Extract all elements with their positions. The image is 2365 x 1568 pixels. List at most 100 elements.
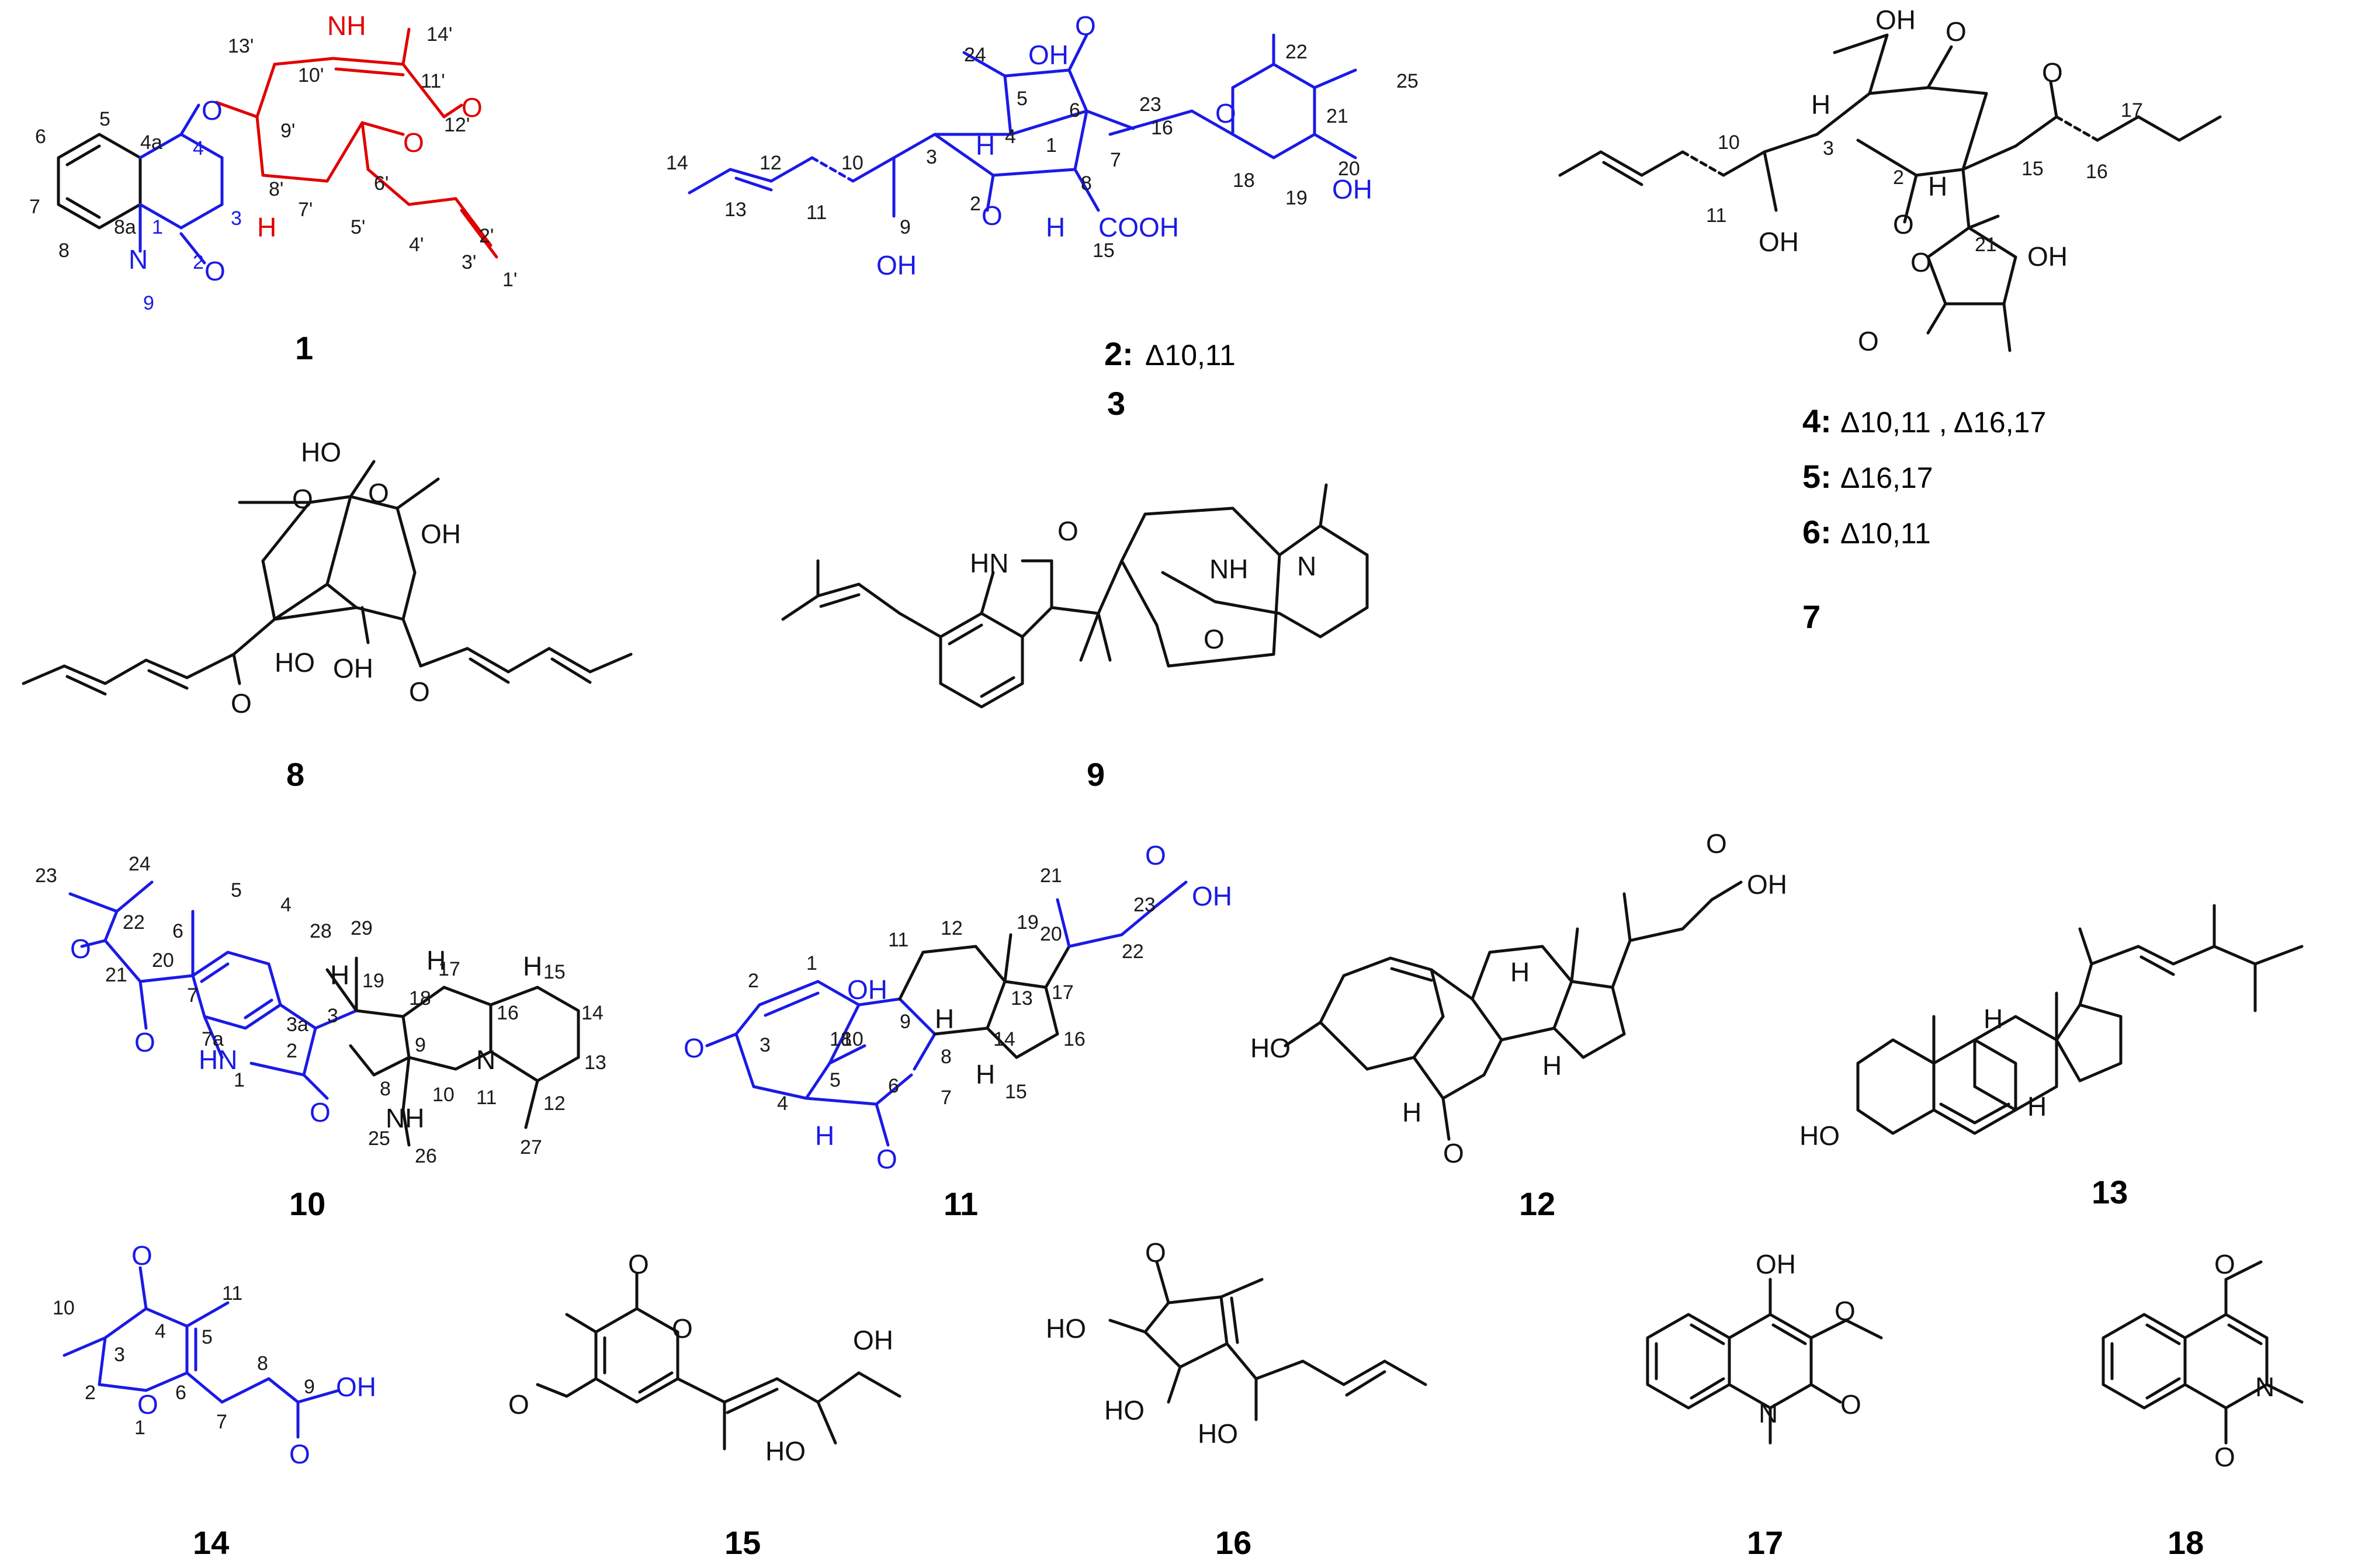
svg-text:H: H xyxy=(1811,89,1830,120)
svg-text:13': 13' xyxy=(228,35,254,57)
svg-text:O: O xyxy=(1145,840,1166,870)
svg-text:20: 20 xyxy=(1338,158,1360,180)
svg-text:9: 9 xyxy=(415,1034,426,1056)
svg-text:O: O xyxy=(1057,516,1079,546)
structure-9-atom-labels: HN O NH N O xyxy=(970,516,1316,654)
svg-text:9: 9 xyxy=(900,216,911,238)
svg-text:OH: OH xyxy=(876,250,917,280)
svg-text:25: 25 xyxy=(1396,70,1419,92)
svg-text:O: O xyxy=(672,1313,693,1344)
compound-label-15: 15 xyxy=(724,1524,761,1561)
svg-text:H: H xyxy=(330,960,349,990)
atom-c1-3: O xyxy=(403,127,424,158)
svg-text:H: H xyxy=(935,1004,954,1034)
svg-text:HO: HO xyxy=(301,437,341,467)
structure-15-atom-labels: O O O OH HO xyxy=(508,1249,893,1466)
svg-text:O: O xyxy=(1893,209,1914,240)
structure-2-3-atom-labels: OH O O O OH COOH H H OH xyxy=(876,11,1372,280)
svg-text:N: N xyxy=(1297,551,1316,581)
svg-text:N: N xyxy=(476,1045,495,1075)
compound-label-18: 18 xyxy=(2168,1524,2204,1561)
svg-text:H: H xyxy=(976,1059,995,1090)
svg-text:9: 9 xyxy=(900,1011,911,1033)
svg-text:10: 10 xyxy=(53,1297,75,1319)
svg-text:10: 10 xyxy=(432,1084,455,1106)
structure-4-7-numbering: 10 3 2 15 16 17 11 21 xyxy=(1706,99,2143,256)
svg-text:27: 27 xyxy=(520,1136,542,1158)
structure-8 xyxy=(22,460,633,696)
svg-text:HN: HN xyxy=(970,548,1008,578)
svg-text:4: 4 xyxy=(777,1092,788,1115)
svg-text:3: 3 xyxy=(760,1034,771,1056)
svg-text:3a: 3a xyxy=(286,1014,308,1036)
svg-text:OH: OH xyxy=(847,974,887,1005)
svg-text:OH: OH xyxy=(2027,241,2068,272)
structure-15 xyxy=(536,1272,901,1451)
structure-10-numbering: 23 24 22 21 20 6 5 4 7 7a 3a 3 2 1 28 29… xyxy=(35,853,606,1167)
svg-text:7a: 7a xyxy=(202,1028,224,1050)
svg-text:20: 20 xyxy=(152,949,174,972)
svg-text:H: H xyxy=(1402,1097,1421,1128)
svg-text:14': 14' xyxy=(426,23,452,46)
svg-text:O: O xyxy=(628,1249,649,1279)
svg-text:7: 7 xyxy=(216,1411,227,1433)
svg-text:OH: OH xyxy=(1192,881,1232,911)
structure-1-numbering: 13' 14' 10' 11' 12' 9' 8' 7' 6' 5' 4' 3'… xyxy=(29,23,517,314)
structure-16 xyxy=(1108,1260,1427,1421)
svg-text:O: O xyxy=(982,200,1003,231)
svg-text:O: O xyxy=(231,688,252,719)
atom-c1-1: NH xyxy=(327,11,366,41)
svg-text:22: 22 xyxy=(123,911,145,934)
svg-text:O: O xyxy=(1946,16,1967,47)
svg-text:O: O xyxy=(2214,1249,2235,1279)
svg-text:O: O xyxy=(368,478,389,508)
svg-text:O: O xyxy=(1215,98,1236,129)
svg-text:12: 12 xyxy=(941,917,963,939)
svg-text:11: 11 xyxy=(806,202,827,224)
svg-text:NH: NH xyxy=(386,1103,424,1133)
svg-text:6: 6 xyxy=(888,1075,899,1097)
svg-text:O: O xyxy=(131,1240,152,1271)
svg-text:2: 2 xyxy=(85,1382,96,1404)
structure-4-7 xyxy=(1558,33,2222,352)
svg-text:H: H xyxy=(426,945,446,976)
svg-text:4': 4' xyxy=(409,234,424,256)
svg-text:OH: OH xyxy=(1759,227,1799,257)
structure-17 xyxy=(1646,1278,1883,1445)
svg-text:O: O xyxy=(1858,326,1879,356)
compound-6-delta: Δ10,11 xyxy=(1840,517,1931,550)
svg-text:OH: OH xyxy=(421,519,461,549)
svg-text:OH: OH xyxy=(1332,174,1372,204)
svg-text:O: O xyxy=(1910,247,1931,277)
svg-text:21: 21 xyxy=(1975,234,1997,256)
svg-text:5: 5 xyxy=(1017,88,1028,110)
svg-text:4: 4 xyxy=(280,894,292,916)
svg-text:5: 5 xyxy=(202,1326,213,1348)
structure-2-3-numbering: 24 5 6 23 1 4 3 7 8 2 15 16 18 19 20 21 … xyxy=(666,41,1419,262)
svg-text:H: H xyxy=(1983,1004,2003,1034)
structure-14 xyxy=(63,1266,341,1439)
structure-12-atom-labels: O OH HO H H H O xyxy=(1250,828,1787,1168)
svg-text:14: 14 xyxy=(993,1028,1015,1050)
svg-text:O: O xyxy=(289,1439,310,1469)
svg-text:H: H xyxy=(1928,171,1947,202)
svg-text:21: 21 xyxy=(1326,105,1348,127)
svg-text:2: 2 xyxy=(970,193,981,215)
svg-text:13: 13 xyxy=(724,199,747,221)
compound-label-10: 10 xyxy=(289,1185,325,1222)
svg-text:16: 16 xyxy=(1063,1028,1086,1050)
compound-label-11: 11 xyxy=(944,1185,978,1222)
atom-c1-4: N xyxy=(129,244,148,275)
svg-text:4: 4 xyxy=(1005,126,1016,148)
atom-c1-6: H xyxy=(257,212,276,242)
svg-text:H: H xyxy=(815,1121,834,1151)
svg-text:15: 15 xyxy=(2021,158,2044,180)
svg-text:O: O xyxy=(1443,1138,1464,1168)
svg-text:OH: OH xyxy=(1028,40,1069,70)
structure-17-atom-labels: OH O N O xyxy=(1756,1249,1861,1428)
svg-text:2': 2' xyxy=(479,225,494,247)
svg-text:19: 19 xyxy=(362,970,384,992)
svg-text:O: O xyxy=(137,1389,158,1420)
compound-label-13: 13 xyxy=(2092,1174,2128,1210)
